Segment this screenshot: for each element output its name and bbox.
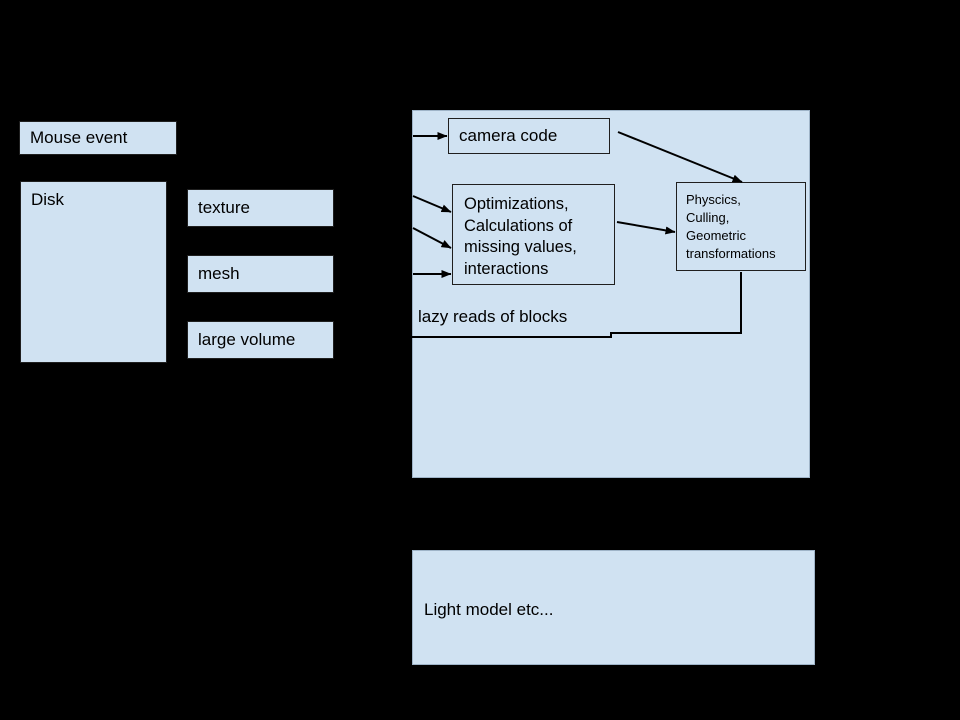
node-mesh[interactable]: mesh: [187, 255, 334, 293]
node-physics-culling-label: Physcics, Culling, Geometric transformat…: [686, 192, 776, 261]
node-camera-code[interactable]: camera code: [448, 118, 610, 154]
lazy-reads-label: lazy reads of blocks: [418, 307, 568, 326]
node-optimizations-label: Optimizations, Calculations of missing v…: [464, 195, 577, 278]
node-optimizations[interactable]: Optimizations, Calculations of missing v…: [452, 184, 615, 285]
node-disk-label: Disk: [31, 190, 65, 209]
node-texture-label: texture: [198, 198, 250, 217]
engine-panel: [412, 110, 810, 478]
node-mesh-label: mesh: [198, 264, 240, 283]
node-mouse-event-label: Mouse event: [30, 128, 128, 147]
light-model-panel[interactable]: Light model etc...: [412, 550, 815, 665]
node-mouse-event[interactable]: Mouse event: [19, 121, 177, 155]
node-physics-culling[interactable]: Physcics, Culling, Geometric transformat…: [676, 182, 806, 271]
node-disk[interactable]: Disk: [20, 181, 167, 363]
node-large-volume-label: large volume: [198, 330, 296, 349]
node-large-volume[interactable]: large volume: [187, 321, 334, 359]
node-camera-code-label: camera code: [459, 126, 558, 145]
node-texture[interactable]: texture: [187, 189, 334, 227]
light-model-label: Light model etc...: [424, 600, 554, 619]
